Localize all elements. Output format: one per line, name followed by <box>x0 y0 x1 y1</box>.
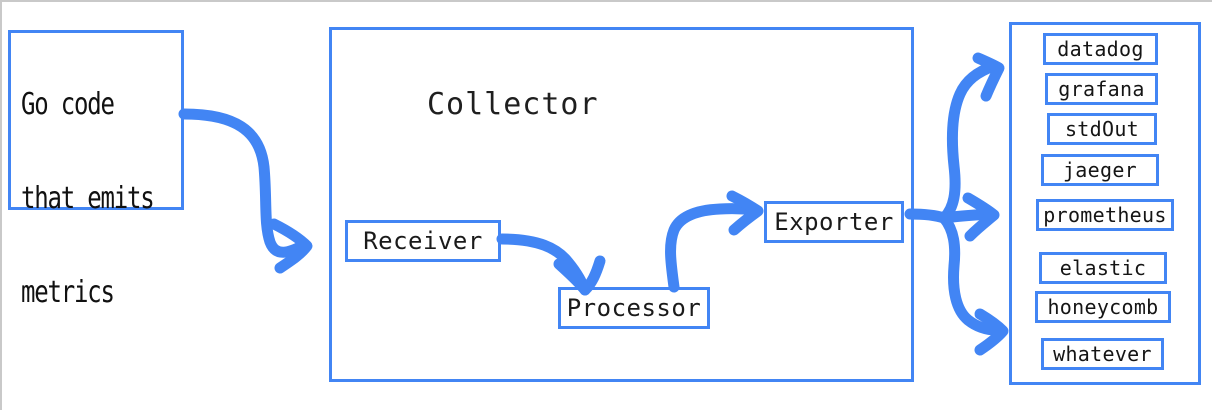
destination-box-whatever: whatever <box>1041 338 1164 370</box>
go-code-source-line-1: Go code <box>21 87 115 122</box>
arrow-exporter-to-middle-destinations <box>938 208 996 224</box>
arrow-exporter-to-top-destinations-head <box>972 52 1005 102</box>
go-code-source-line-3: metrics <box>21 275 115 310</box>
go-code-source-line-2: that emits <box>21 181 155 216</box>
arrow-source-to-receiver-head <box>268 218 313 274</box>
arrow-exporter-to-bottom-destinations-head <box>974 308 1009 356</box>
exporter-box: Exporter <box>764 201 904 243</box>
destination-box-prometheus: prometheus <box>1036 199 1174 231</box>
collector-title: Collector <box>427 87 599 122</box>
arrow-source-to-receiver <box>178 108 308 258</box>
arrow-exporter-to-top-destinations <box>938 60 1000 224</box>
go-code-source-box: Go code that emits metrics <box>8 30 184 310</box>
destination-box-grafana: grafana <box>1045 73 1158 105</box>
destination-box-honeycomb: honeycomb <box>1035 291 1171 323</box>
arrow-exporter-to-bottom-destinations <box>938 212 1003 336</box>
destination-box-jaeger: jaeger <box>1041 154 1159 186</box>
destination-box-datadog: datadog <box>1043 33 1158 65</box>
processor-box: Processor <box>558 287 710 329</box>
destination-box-stdout: stdOut <box>1047 113 1157 145</box>
destination-box-elastic: elastic <box>1039 252 1167 284</box>
receiver-box: Receiver <box>345 220 501 262</box>
arrow-exporter-to-middle-destinations-head <box>962 192 1000 242</box>
arrow-exporter-fanout-stem <box>904 208 950 224</box>
